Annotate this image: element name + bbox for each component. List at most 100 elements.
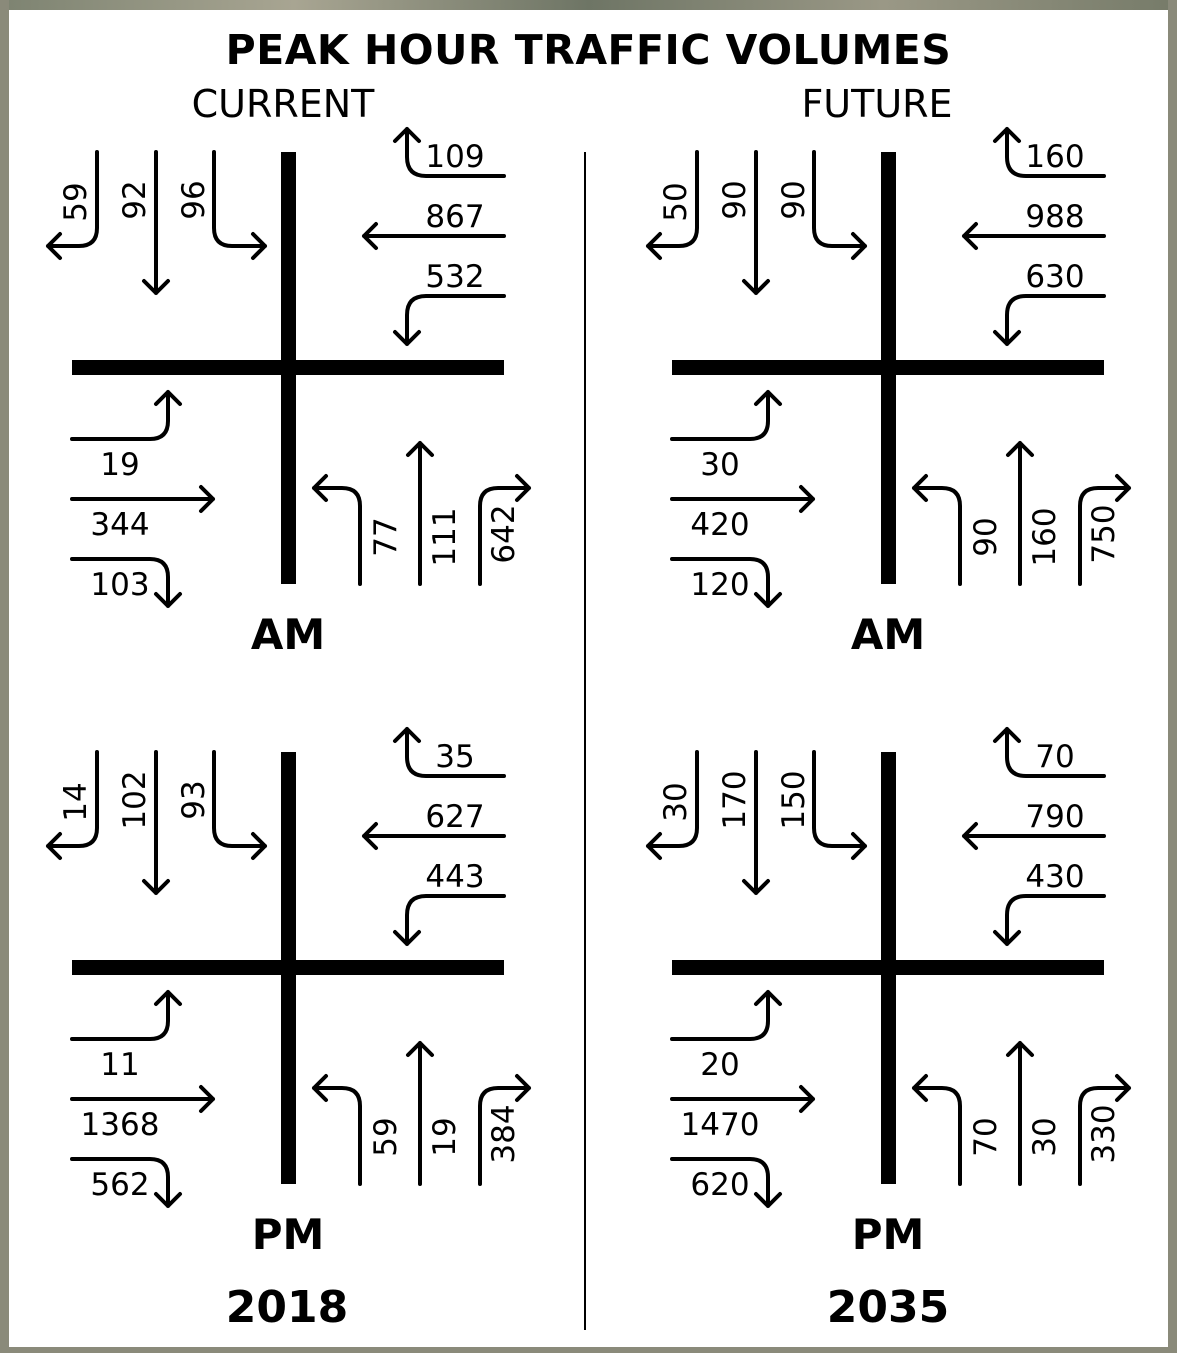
arrow-sb-right-turn xyxy=(46,750,99,860)
period-label: PM xyxy=(852,1210,925,1259)
arrow-nb-left-turn xyxy=(312,1074,362,1186)
volume-wb-right: 70 xyxy=(1035,739,1074,775)
road-east-west xyxy=(72,360,504,375)
figure-title: PEAK HOUR TRAFFIC VOLUMES xyxy=(225,26,952,74)
arrow-wb-through xyxy=(962,222,1106,250)
arrow-eb-left-turn xyxy=(670,990,782,1041)
road-east-west xyxy=(672,360,1104,375)
arrow-wb-through xyxy=(962,822,1106,850)
volume-nb-left: 59 xyxy=(368,1117,404,1156)
road-east-west xyxy=(672,960,1104,975)
volume-eb-left: 30 xyxy=(700,447,739,483)
arrow-nb-through xyxy=(406,441,434,586)
arrow-eb-right-turn xyxy=(670,557,782,608)
volume-eb-left: 20 xyxy=(700,1047,739,1083)
arrow-wb-left-turn xyxy=(393,894,506,946)
arrow-eb-through xyxy=(70,485,215,513)
period-label: PM xyxy=(252,1210,325,1259)
volume-eb-through: 1470 xyxy=(681,1107,760,1143)
volume-eb-right: 120 xyxy=(690,567,749,603)
volume-sb-right: 50 xyxy=(658,182,694,221)
arrow-eb-right-turn xyxy=(670,1157,782,1208)
arrow-wb-through xyxy=(362,822,506,850)
arrow-sb-left-turn xyxy=(212,750,267,860)
arrow-sb-through xyxy=(142,150,170,295)
volume-eb-through: 1368 xyxy=(81,1107,160,1143)
volume-wb-through: 867 xyxy=(425,199,484,235)
volume-eb-right: 620 xyxy=(690,1167,749,1203)
figure-panel xyxy=(9,10,1168,1347)
background-imagery-top xyxy=(0,0,1177,10)
arrow-sb-right-turn xyxy=(646,750,699,860)
arrow-wb-left-turn xyxy=(393,294,506,346)
volume-nb-left: 70 xyxy=(968,1117,1004,1156)
arrow-sb-through xyxy=(142,750,170,895)
volume-sb-left: 96 xyxy=(176,180,212,219)
arrow-sb-right-turn xyxy=(46,150,99,260)
arrow-eb-right-turn xyxy=(70,1157,182,1208)
volume-nb-right: 330 xyxy=(1086,1104,1122,1163)
arrow-eb-right-turn xyxy=(70,557,182,608)
arrow-nb-right-turn xyxy=(478,1074,531,1186)
period-label: AM xyxy=(251,610,325,659)
volume-sb-through: 102 xyxy=(117,770,153,829)
column-header-current: CURRENT xyxy=(191,82,375,126)
period-label: AM xyxy=(851,610,925,659)
volume-sb-left: 90 xyxy=(776,180,812,219)
arrow-sb-left-turn xyxy=(812,150,867,260)
volume-wb-left: 443 xyxy=(425,859,484,895)
arrow-sb-right-turn xyxy=(646,150,699,260)
arrow-eb-through xyxy=(70,1085,215,1113)
volume-wb-left: 430 xyxy=(1025,859,1084,895)
volume-nb-right: 384 xyxy=(486,1104,522,1163)
arrow-nb-right-turn xyxy=(1078,474,1131,586)
volume-nb-through: 30 xyxy=(1027,1117,1063,1156)
arrow-wb-right-turn xyxy=(993,127,1106,178)
volume-nb-through: 111 xyxy=(427,507,463,566)
arrow-nb-left-turn xyxy=(912,1074,962,1186)
arrow-nb-through xyxy=(1006,441,1034,586)
year-label-current: 2018 xyxy=(225,1282,349,1333)
volume-sb-through: 90 xyxy=(717,180,753,219)
volume-wb-right: 109 xyxy=(425,139,484,175)
arrow-wb-left-turn xyxy=(993,294,1106,346)
volume-nb-through: 19 xyxy=(427,1117,463,1156)
volume-wb-through: 627 xyxy=(425,799,484,835)
arrow-nb-right-turn xyxy=(478,474,531,586)
arrow-wb-through xyxy=(362,222,506,250)
volume-nb-left: 77 xyxy=(368,517,404,556)
background-imagery-left xyxy=(0,0,9,1353)
year-label-future: 2035 xyxy=(826,1282,950,1333)
arrow-nb-left-turn xyxy=(312,474,362,586)
arrow-wb-right-turn xyxy=(993,727,1106,778)
volume-wb-left: 532 xyxy=(425,259,484,295)
volume-eb-right: 562 xyxy=(90,1167,149,1203)
volume-nb-right: 642 xyxy=(486,504,522,563)
volume-sb-left: 150 xyxy=(776,770,812,829)
arrow-sb-through xyxy=(742,750,770,895)
arrow-eb-through xyxy=(670,1085,815,1113)
arrow-sb-left-turn xyxy=(212,150,267,260)
arrow-eb-left-turn xyxy=(70,390,182,441)
volume-nb-right: 750 xyxy=(1086,504,1122,563)
road-east-west xyxy=(72,960,504,975)
arrow-nb-through xyxy=(1006,1041,1034,1186)
arrow-wb-left-turn xyxy=(993,894,1106,946)
volume-nb-left: 90 xyxy=(968,517,1004,556)
volume-sb-right: 59 xyxy=(58,182,94,221)
arrow-nb-left-turn xyxy=(912,474,962,586)
volume-sb-through: 170 xyxy=(717,770,753,829)
column-header-future: FUTURE xyxy=(801,82,953,126)
volume-wb-through: 988 xyxy=(1025,199,1084,235)
arrow-nb-right-turn xyxy=(1078,1074,1131,1186)
arrow-wb-right-turn xyxy=(393,727,506,778)
volume-wb-through: 790 xyxy=(1025,799,1084,835)
column-divider xyxy=(584,152,586,1330)
arrow-sb-through xyxy=(742,150,770,295)
arrow-eb-left-turn xyxy=(670,390,782,441)
background-imagery-right xyxy=(1168,0,1177,1353)
